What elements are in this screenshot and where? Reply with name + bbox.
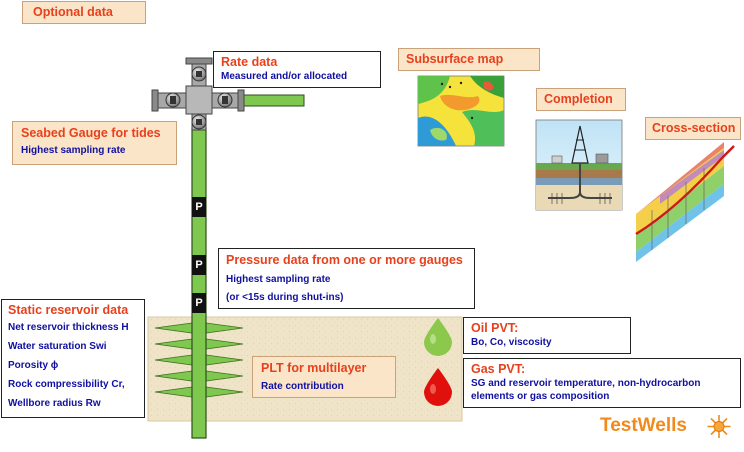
gas-pvt-box: Gas PVT: SG and reservoir temperature, n…	[463, 358, 741, 408]
completion-title: Completion	[544, 92, 613, 106]
static-item: Net reservoir thickness H	[8, 322, 129, 333]
plt-title: PLT for multilayer	[261, 361, 367, 375]
seabed-gauge-title: Seabed Gauge for tides	[21, 126, 161, 140]
subsurface-map-image	[417, 75, 505, 147]
gas-pvt-line2: elements or gas composition	[471, 391, 610, 402]
oil-pvt-title: Oil PVT:	[471, 321, 519, 335]
subsurface-map-label: Subsurface map	[398, 48, 540, 71]
pressure-gauge-marker: P	[192, 293, 206, 313]
static-item: Wellbore radius Rw	[8, 398, 101, 409]
completion-image	[535, 119, 623, 211]
pressure-gauge-marker: P	[192, 255, 206, 275]
cross-section-title: Cross-section	[652, 121, 736, 135]
optional-data-label: Optional data	[22, 1, 146, 24]
cross-section-image	[635, 142, 735, 262]
gas-pvt-line1: SG and reservoir temperature, non-hydroc…	[471, 378, 701, 389]
completion-label: Completion	[536, 88, 626, 111]
static-item: Rock compressibility Cr,	[8, 379, 125, 390]
oil-drop-icon	[424, 318, 452, 356]
rate-data-subtitle: Measured and/or allocated	[221, 71, 348, 82]
gauge-marker-label: P	[195, 297, 203, 309]
static-reservoir-title: Static reservoir data	[8, 303, 129, 317]
plt-box: PLT for multilayer Rate contribution	[252, 356, 396, 398]
rate-data-title: Rate data	[221, 55, 278, 69]
pressure-data-line1: Highest sampling rate	[226, 274, 331, 285]
gauge-marker-label: P	[195, 259, 203, 271]
gauge-marker-label: P	[195, 201, 203, 213]
static-item: Water saturation Swi	[8, 341, 107, 352]
testwells-brand: TestWells	[600, 415, 687, 436]
plt-subtitle: Rate contribution	[261, 381, 344, 392]
seabed-gauge-subtitle: Highest sampling rate	[21, 145, 126, 156]
static-reservoir-data-box: Static reservoir data Net reservoir thic…	[1, 299, 145, 418]
perforations-left	[154, 322, 193, 398]
gas-pvt-title: Gas PVT:	[471, 362, 526, 376]
pressure-data-line2: (or <15s during shut-ins)	[226, 292, 344, 303]
optional-data-text: Optional data	[33, 5, 113, 19]
pressure-data-box: Pressure data from one or more gauges Hi…	[218, 248, 475, 309]
subsurface-map-title: Subsurface map	[406, 52, 504, 66]
wellhead	[151, 57, 305, 131]
oil-pvt-subtitle: Bo, Co, viscosity	[471, 337, 552, 348]
cross-section-label: Cross-section	[645, 117, 741, 140]
oil-pvt-box: Oil PVT: Bo, Co, viscosity	[463, 317, 631, 354]
testwells-sun-icon	[707, 415, 731, 438]
wellbore	[191, 127, 207, 439]
seabed-gauge-box: Seabed Gauge for tides Highest sampling …	[12, 121, 177, 165]
rate-data-box: Rate data Measured and/or allocated	[213, 51, 381, 88]
pressure-gauge-marker: P	[192, 197, 206, 217]
gas-drop-icon	[424, 368, 452, 406]
perforations-right	[205, 322, 244, 398]
pressure-data-title: Pressure data from one or more gauges	[226, 253, 463, 267]
static-item: Porosity ϕ	[8, 360, 59, 371]
